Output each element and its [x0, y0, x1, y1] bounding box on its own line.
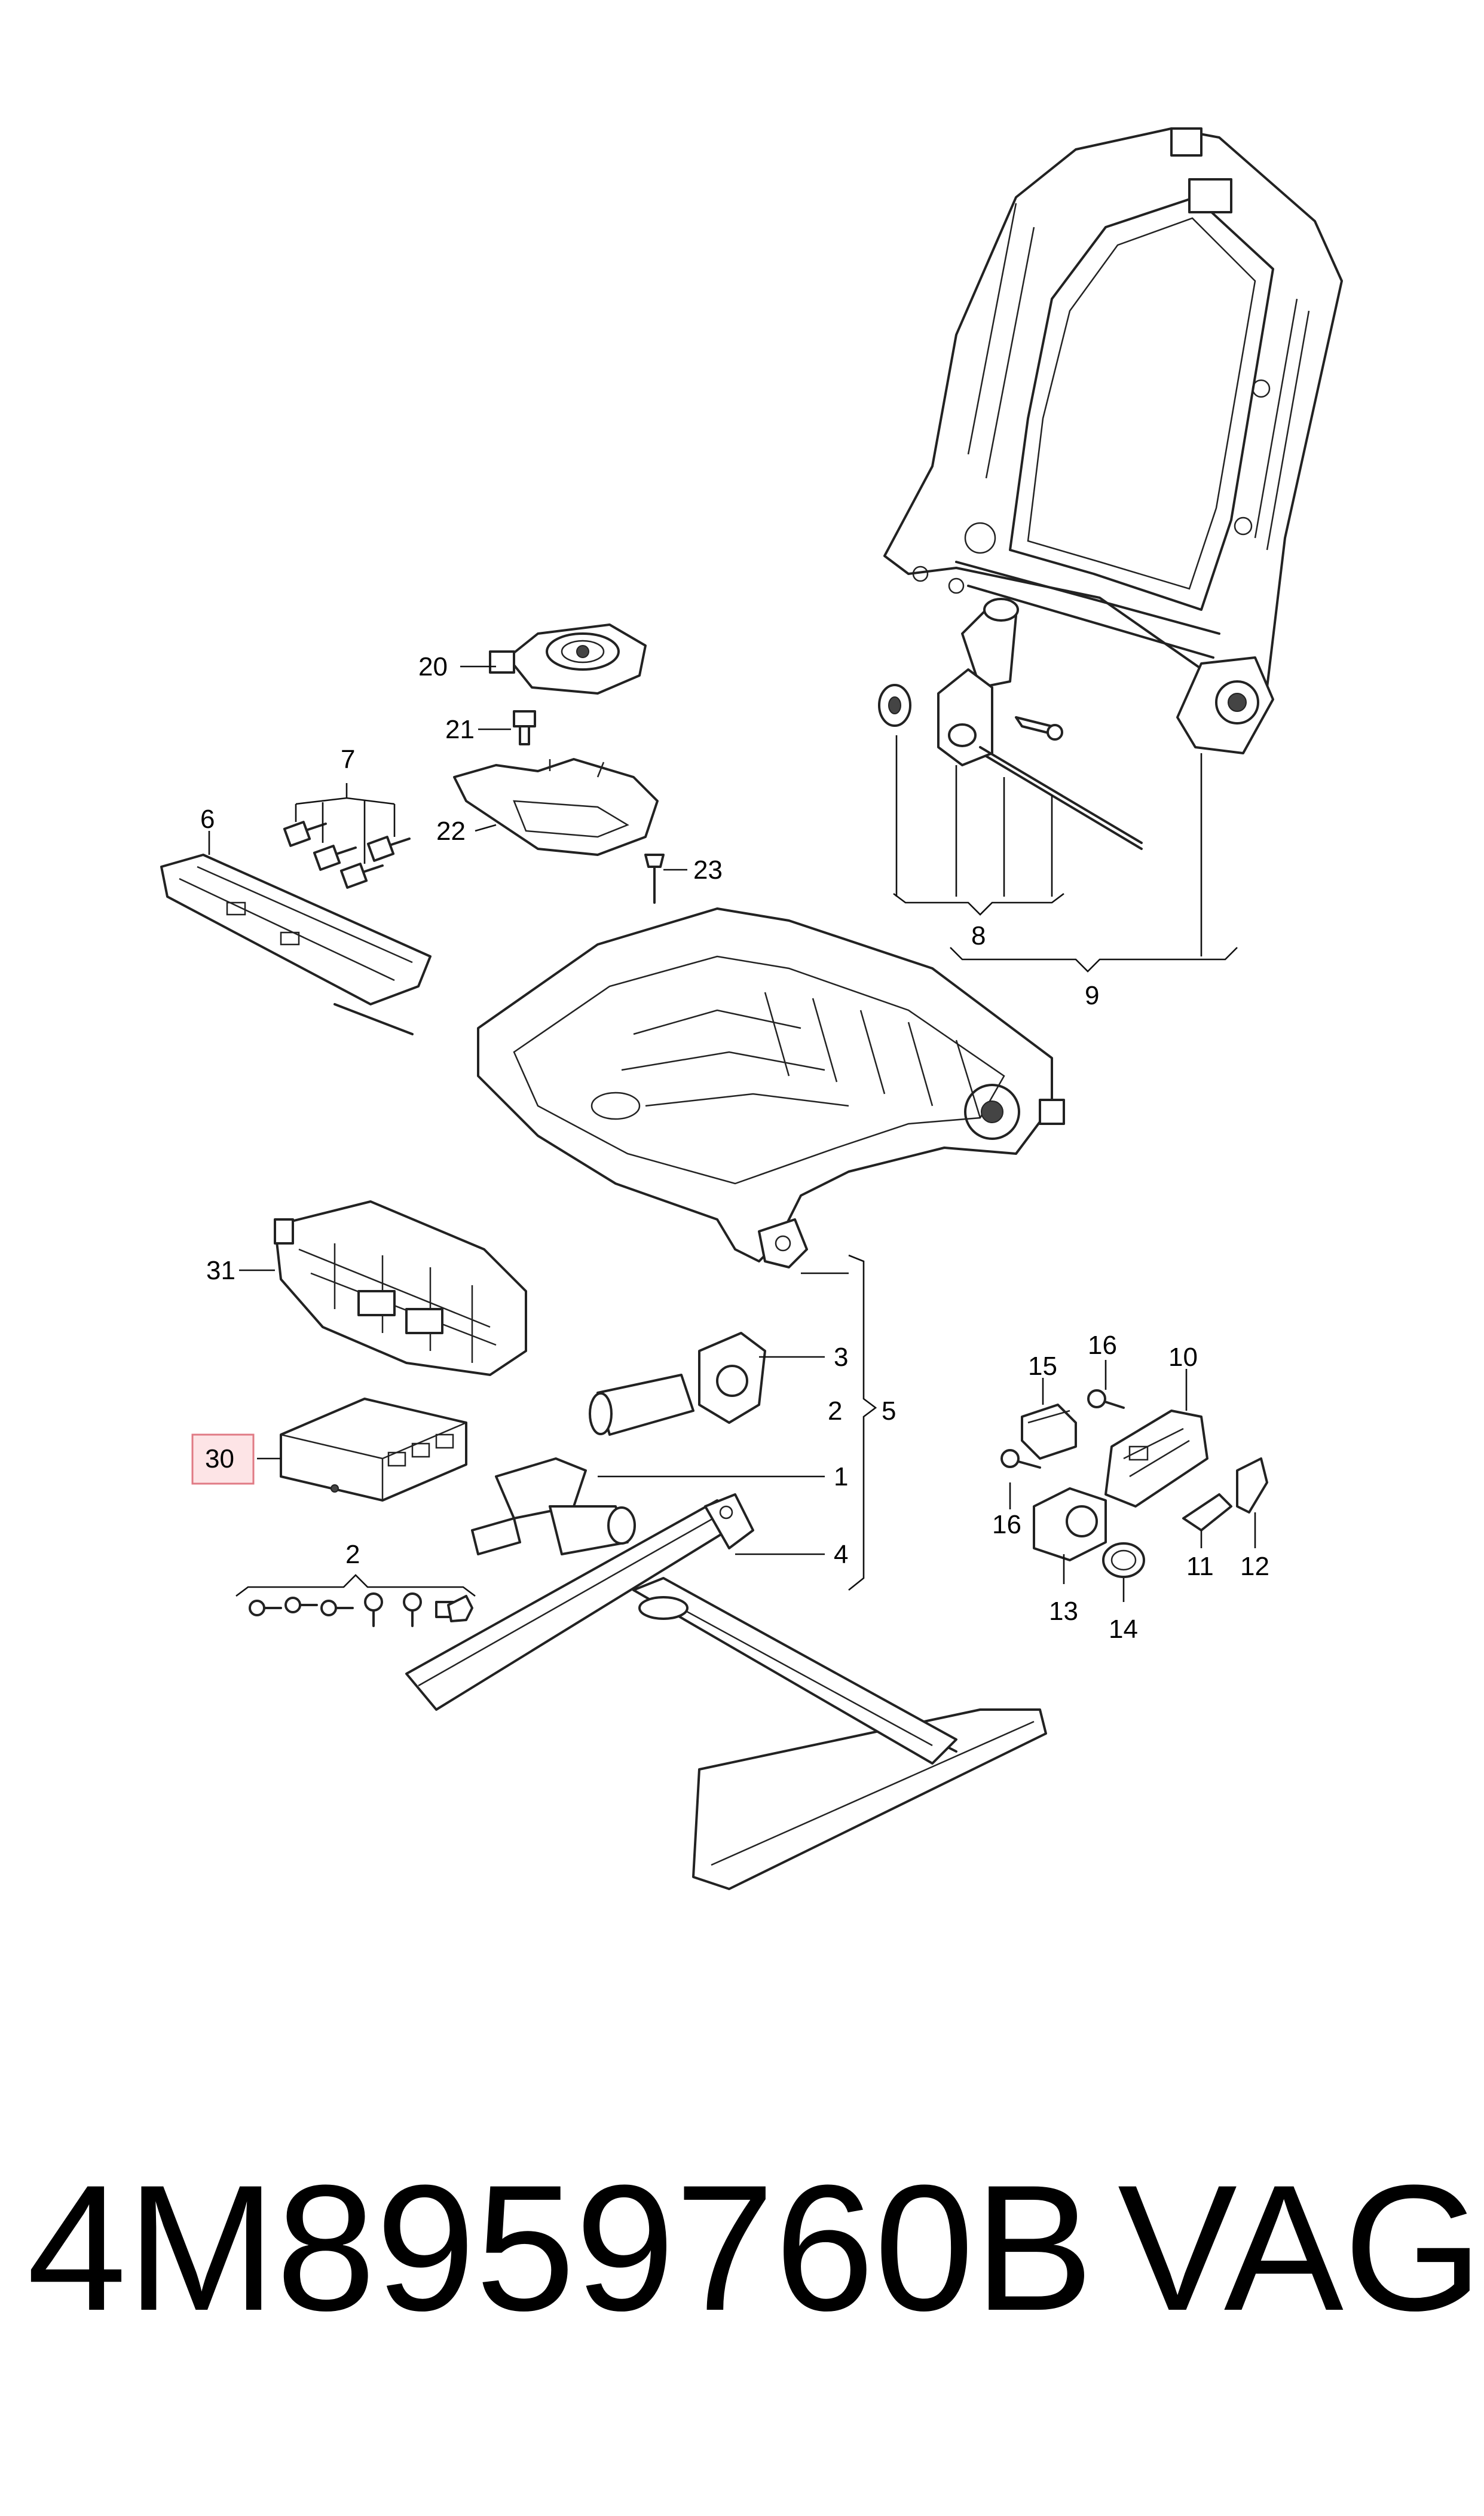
part-11-knob — [1182, 1493, 1232, 1531]
callout-11[interactable]: 11 — [1186, 1552, 1214, 1581]
part-number: 4M8959760B — [27, 2147, 1094, 2348]
part-23-rivet — [644, 854, 665, 904]
exploded-parts-diagram: 20 21 7 6 22 23 8 9 31 30 3 2 5 1 4 2 16… — [160, 127, 1343, 1890]
callout-1[interactable]: 1 — [834, 1462, 848, 1491]
part-1-fore-aft-motor — [471, 1457, 636, 1555]
callout-22[interactable]: 22 — [436, 817, 466, 846]
callout-16-upper[interactable]: 16 — [1088, 1331, 1117, 1360]
callout-16-lower[interactable]: 16 — [992, 1510, 1021, 1539]
callout-4[interactable]: 4 — [834, 1540, 848, 1569]
part-12-knob — [1236, 1457, 1268, 1514]
callout-9[interactable]: 9 — [1085, 981, 1099, 1010]
callout-2-upper[interactable]: 2 — [828, 1396, 842, 1426]
callout-21[interactable]: 21 — [445, 715, 475, 744]
part-6-side-trim — [160, 854, 432, 1035]
part-2-screw-set — [249, 1592, 473, 1627]
part-4-seat-rails — [405, 1493, 1047, 1890]
callout-labels: 20 21 7 6 22 23 8 9 31 30 3 2 5 1 4 2 16… — [191, 652, 1269, 1644]
callout-7[interactable]: 7 — [341, 745, 355, 774]
highlight-box — [191, 1433, 255, 1485]
callout-6[interactable]: 6 — [200, 805, 215, 834]
part-8-recliner-motor — [878, 598, 1143, 850]
callout-3[interactable]: 3 — [834, 1343, 848, 1372]
leader-lines — [208, 665, 1256, 1602]
callout-5[interactable]: 5 — [882, 1396, 896, 1426]
part-30-control-module — [280, 1398, 467, 1502]
part-7-bolts — [283, 821, 411, 889]
part-3-height-motor — [589, 1332, 766, 1436]
part-10-switch-housing — [1104, 1410, 1208, 1508]
part-14-knob-ring — [1102, 1542, 1145, 1578]
callout-13[interactable]: 13 — [1049, 1597, 1078, 1626]
callout-14[interactable]: 14 — [1109, 1615, 1138, 1644]
callout-31[interactable]: 31 — [206, 1256, 235, 1285]
callout-10[interactable]: 10 — [1168, 1343, 1198, 1372]
brand-name: VAG — [1118, 2147, 1483, 2348]
callout-23[interactable]: 23 — [693, 855, 723, 885]
part-31-wiring-harness — [274, 1200, 527, 1376]
part-21-screw — [513, 710, 536, 745]
callout-8[interactable]: 8 — [971, 921, 986, 950]
callout-12[interactable]: 12 — [1240, 1552, 1269, 1581]
part-16-screw-b — [1000, 1449, 1041, 1469]
part-20-lumbar-unit — [489, 623, 647, 695]
callout-20[interactable]: 20 — [418, 652, 448, 681]
part-13-switch — [1033, 1487, 1107, 1561]
callout-15[interactable]: 15 — [1028, 1352, 1057, 1381]
part-16-screw-a — [1087, 1389, 1125, 1409]
part-22-bracket — [453, 758, 659, 856]
backrest-frame — [883, 127, 1343, 754]
callout-30[interactable]: 30 — [205, 1444, 234, 1473]
part-15-switch — [1021, 1404, 1077, 1460]
callout-2-lower[interactable]: 2 — [345, 1540, 360, 1569]
part-caption: 4M8959760B VAG — [0, 2140, 1484, 2355]
seat-cushion-frame — [477, 907, 1065, 1268]
